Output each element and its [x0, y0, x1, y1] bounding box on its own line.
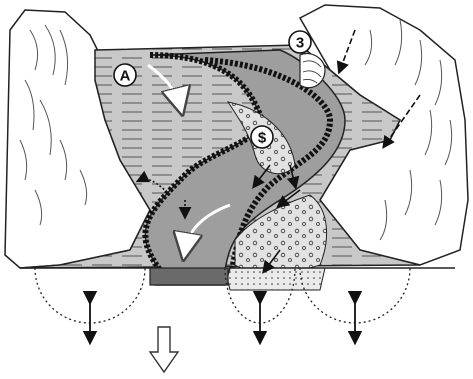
svg-text:$: $	[258, 130, 267, 147]
label-3: 3	[289, 31, 311, 53]
svg-text:A: A	[120, 68, 131, 85]
downward-output-arrow	[150, 327, 178, 372]
label-a: A	[114, 64, 136, 86]
svg-text:3: 3	[296, 35, 304, 52]
label-dollar: $	[251, 126, 273, 148]
